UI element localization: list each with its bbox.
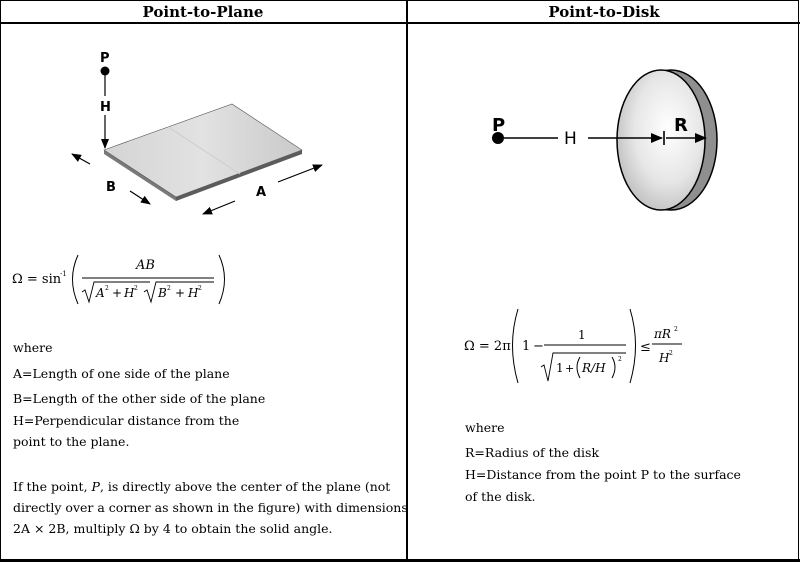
sq-h-exp: 2	[134, 285, 138, 292]
disk-formula-one: 1	[522, 339, 530, 354]
disk-label-p: P	[492, 115, 505, 136]
sq-a-exp: 2	[105, 285, 109, 292]
definition-a: A=Length of one side of the plane	[13, 366, 230, 381]
plane-figure: P H B A	[71, 51, 323, 215]
disk-inner-exp: 2	[618, 356, 622, 363]
dimension-a-arrow-end	[277, 164, 323, 183]
note-line2: directly over a corner as shown in the f…	[13, 500, 408, 515]
disk-inner-plus: +	[565, 362, 574, 375]
definition-h-disk-line2: of the disk.	[465, 489, 536, 504]
disk-rhs-num-exp: 2	[674, 326, 678, 333]
note-line3: 2A × 2B, multiply Ω by 4 to obtain the s…	[13, 521, 333, 536]
column-divider	[406, 0, 408, 562]
definition-r: R=Radius of the disk	[465, 445, 600, 460]
disk-figure: P H R	[492, 69, 718, 211]
disk-face	[616, 69, 706, 211]
dimension-b-arrow	[71, 153, 91, 165]
right-where: where	[465, 420, 505, 435]
sq-h: H	[123, 286, 135, 300]
sq-plus-1: +	[112, 286, 122, 300]
label-p: P	[100, 51, 110, 66]
disk-formula-minus: −	[533, 339, 544, 354]
disk-formula: Ω = 2π 1 − 1 1 + R/H 2 ≤ πR 2 H 2	[464, 308, 682, 384]
left-paren	[72, 254, 79, 305]
sq-h2-exp: 2	[198, 285, 202, 292]
label-a: A	[256, 185, 266, 200]
sqrt-sign-2	[143, 281, 214, 304]
sq-plus-2: +	[175, 286, 185, 300]
point-p-dot	[492, 132, 504, 144]
sqrt-sign-1	[81, 281, 150, 304]
disk-label-r: R	[674, 115, 688, 136]
disk-formula-lhs: Ω = 2π	[464, 339, 511, 354]
disk-label-h: H	[564, 129, 577, 149]
plane-formula: Ω = sin -1 AB A 2 + H 2 B 2 + H 2	[12, 254, 225, 305]
definition-h-disk-line1: H=Distance from the point P to the surfa…	[465, 467, 741, 482]
plane-shade-line	[167, 126, 241, 175]
label-h: H	[100, 100, 111, 115]
sq-h2: H	[187, 286, 199, 300]
column-title-point-to-disk: Point-to-Disk	[548, 3, 660, 21]
right-paren	[218, 254, 225, 305]
sq-b: B	[157, 286, 167, 300]
left-where: where	[13, 340, 53, 355]
disk-numerator: 1	[578, 328, 586, 342]
bottom-border	[0, 559, 800, 562]
definition-h-line1: H=Perpendicular distance from the	[13, 413, 240, 428]
note-line1: If the point, P, is directly above the c…	[13, 479, 390, 495]
dimension-a-arrow-start	[202, 200, 236, 215]
definition-h-line2: point to the plane.	[13, 434, 130, 449]
sq-a: A	[95, 286, 105, 300]
disk-ratio: R/H	[581, 361, 606, 375]
plane-top	[103, 103, 303, 198]
disk-inner-one: 1	[556, 361, 564, 375]
column-title-point-to-plane: Point-to-Plane	[142, 3, 264, 21]
disk-rhs-den: H	[658, 351, 670, 365]
formula-numerator: AB	[135, 258, 155, 273]
disk-inner-rparen	[611, 356, 616, 379]
plane-side-right	[176, 150, 302, 201]
formula-inverse: -1	[60, 270, 67, 278]
disk-left-paren	[512, 308, 519, 384]
disk-right-paren	[629, 308, 636, 384]
disk-rhs-num: πR	[653, 327, 671, 341]
formula-lhs: Ω = sin	[12, 272, 62, 287]
disk-leq: ≤	[640, 340, 651, 355]
header-divider	[0, 22, 800, 24]
sq-b-exp: 2	[167, 285, 171, 292]
note-line1-post: , is directly above the center of the pl…	[99, 479, 391, 494]
disk-inner-lparen	[576, 356, 581, 379]
definition-b: B=Length of the other side of the plane	[13, 391, 266, 406]
note-var-p: P	[91, 479, 100, 494]
disk-sqrt-sign	[540, 352, 626, 382]
dimension-b-arrow-end	[129, 190, 151, 205]
label-b: B	[106, 180, 116, 195]
plane-side-front	[104, 150, 176, 201]
disk-rhs-den-exp: 2	[669, 350, 673, 357]
note-line1-pre: If the point,	[13, 479, 92, 494]
